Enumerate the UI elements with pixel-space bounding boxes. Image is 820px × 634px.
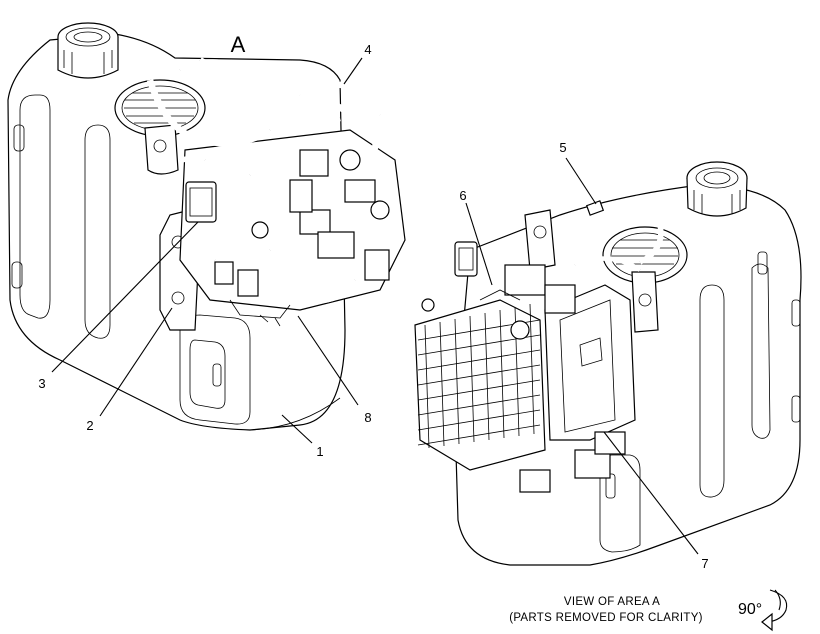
callout-1: 1: [316, 444, 323, 459]
leader-7: [603, 431, 699, 555]
callout-2: 2: [86, 418, 93, 433]
leader-1: [281, 414, 313, 444]
callout-7: 7: [701, 556, 708, 571]
leader-8: [297, 315, 359, 406]
cage-grid: [417, 303, 541, 449]
leader-5: [565, 157, 597, 205]
view-label: A: [231, 32, 246, 57]
leader-4: [343, 57, 363, 85]
leader-lines: [51, 57, 699, 555]
caption-line1: VIEW OF AREA A: [564, 596, 660, 608]
rotation-arrow-icon: [761, 589, 788, 632]
callout-5: 5: [559, 140, 566, 155]
callout-4: 4: [364, 42, 371, 57]
leader-2: [99, 307, 173, 417]
leader-6: [465, 202, 493, 286]
leader-3: [51, 221, 199, 373]
callout-3: 3: [38, 376, 45, 391]
rotation-label: 90°: [738, 601, 762, 618]
callout-6: 6: [459, 188, 466, 203]
left-pump-module: [114, 57, 406, 331]
callout-8: 8: [364, 410, 371, 425]
caption-line2: (PARTS REMOVED FOR CLARITY): [509, 612, 703, 624]
right-pump-module: [414, 200, 688, 493]
